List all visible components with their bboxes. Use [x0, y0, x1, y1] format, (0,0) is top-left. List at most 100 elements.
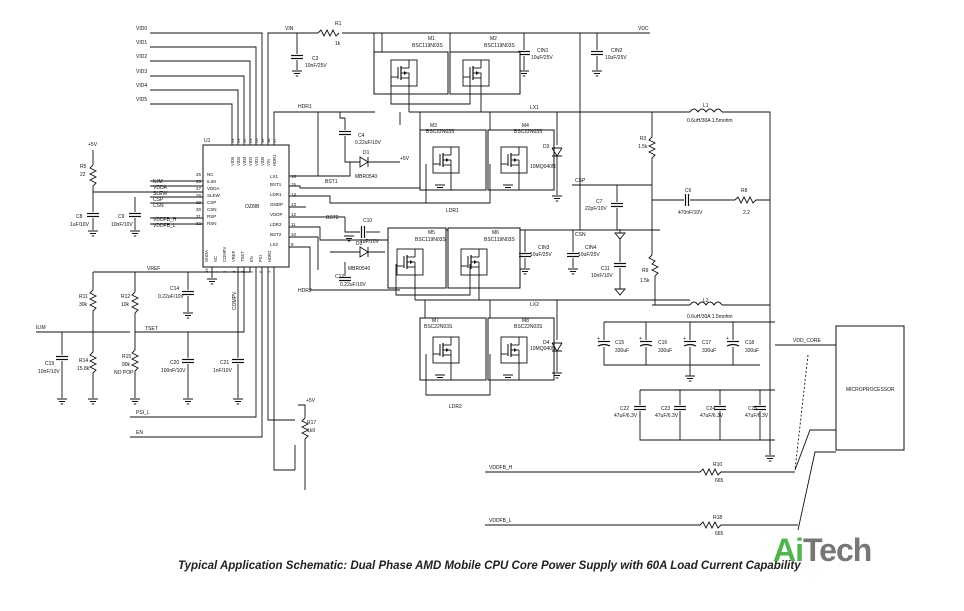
ic-pin-number: 31	[196, 214, 202, 219]
c9-val: 10nF/10V	[111, 222, 133, 228]
c11-ref: C11	[601, 266, 610, 272]
ic-pin-label: ILIM	[207, 179, 216, 184]
vddfb-h-label: VDDFB_H	[489, 465, 513, 471]
ic-pin-label: HDR2	[267, 250, 272, 262]
m4-val: BSC22N03S	[514, 129, 543, 135]
cin1-ref: CIN1	[537, 48, 549, 54]
m5-ref: M5	[428, 230, 435, 236]
ic-pin-number: 15	[291, 182, 297, 187]
c6-ref: C6	[685, 188, 692, 194]
ic-pin-label: EN	[249, 256, 254, 262]
ic-pin-number: 6	[258, 270, 263, 273]
ic-pin-number: 30	[196, 207, 202, 212]
p5v-label: +5V	[306, 398, 316, 404]
r1-val: 1k	[335, 41, 341, 47]
cin3-val: 10uF/25V	[530, 252, 552, 258]
cin2-ref: CIN2	[611, 48, 623, 54]
l1-val: 0.6uH/30A 1.5mohm	[687, 118, 733, 124]
r8-ref: R8	[741, 188, 748, 194]
ic-pin-label: COMPV	[222, 246, 227, 262]
c8-ref: C8	[76, 214, 83, 220]
ic-pin-label: VID0	[260, 156, 265, 166]
r3-val: 1.5k	[638, 144, 648, 150]
r14-ref: R14	[79, 358, 88, 364]
d4-ref: D4	[543, 340, 550, 346]
r17-val: 1k9	[307, 428, 315, 434]
ic-pin-number: 11	[291, 222, 296, 227]
c23-ref: C23	[661, 406, 670, 412]
schematic-diagram: + VID0 VID1 VID2 VID3 VID4 VID5	[36, 21, 905, 537]
cin4-val: 10uF/25V	[578, 252, 600, 258]
ic-left-wires: ILIM VDDA SLEW CSP CSN VDDFB_H VDDFB_L +…	[70, 142, 203, 237]
r15-nopop: NO POP	[114, 370, 134, 376]
ic-pin-number: 9	[291, 242, 294, 247]
phase2-lowside: M7 BSC22N03S M8 BSC22N03S LDR2 D4 10MQ04…	[419, 300, 563, 410]
c3-ref: C3	[312, 56, 319, 62]
current-sense: CSP CSN C7 22pF/10V C11 10nF/10V C6 470n…	[572, 178, 770, 305]
phase1-highside: M1 BSC119N03S M2 BSC119N03S	[373, 33, 560, 113]
feedback-lines: VDDFB_H VDDFB_L R10 665 R18 665	[485, 462, 798, 537]
p5v-label: +5V	[400, 156, 410, 162]
c15-val: 330uF	[615, 348, 629, 354]
c24-val: 47uF/6.3V	[700, 413, 724, 419]
m6-ref: M6	[492, 230, 499, 236]
m4-ref: M4	[522, 123, 529, 129]
cin1-val: 10uF/25V	[531, 55, 553, 61]
ic-pin-number: 20	[254, 138, 259, 143]
ic-name: OZ8IB	[245, 204, 260, 210]
ic-pin-number: 28	[196, 193, 202, 198]
c21-ref: C21	[220, 360, 229, 366]
ic-pin-label: VID3	[242, 156, 247, 166]
bootstrap2: C10 1uF/10V D2 MBR0540 C12 0.22uF/10V BS…	[326, 215, 385, 288]
c15-ref: C15	[615, 340, 624, 346]
phase1-lowside: M3 BSC22N03S M4 BSC22N03S LDR1 D3 10MQ04…	[419, 112, 563, 214]
ic-pin-label: PSI	[258, 255, 263, 262]
ic-pin-label: GNDA	[204, 250, 209, 262]
c19-ref: C19	[45, 361, 54, 367]
ic-pin-label: NC	[213, 256, 218, 262]
microprocessor: MICROPROCESSOR VDD_CORE	[775, 325, 905, 531]
r1-ref: R1	[335, 21, 342, 27]
c19-val: 10nF/10V	[38, 369, 60, 375]
m7-ref: M7	[432, 318, 439, 324]
d1-ref: D1	[363, 150, 370, 156]
output-caps: C15 330uF C16 330uF C17 330uF C18 330uF …	[596, 321, 776, 462]
r5-val: 22	[80, 172, 86, 178]
r15-ref: R15	[122, 354, 131, 360]
r9-val: 1.5k	[640, 278, 650, 284]
c25-ref: C25	[748, 406, 757, 412]
micro-label: MICROPROCESSOR	[846, 387, 895, 393]
c3-val: 10nF/25V	[305, 63, 327, 69]
c7-val: 22pF/10V	[585, 206, 607, 212]
ic-pin-number: 21	[248, 138, 253, 143]
c8-val: 1uF/10V	[70, 222, 90, 228]
ic-pin-number: 22	[242, 138, 247, 143]
left-net: CSN	[153, 203, 164, 209]
d2-ref: D2	[356, 241, 363, 247]
vddfb-l-label: VDDFB_L	[489, 518, 512, 524]
ic-pin-number: 2	[222, 270, 227, 273]
ic-pin-number: 17	[272, 138, 277, 143]
c24-ref: C24	[706, 406, 715, 412]
ic-pin-number: 19	[260, 138, 265, 143]
ic-pin-label: RSN	[207, 221, 217, 226]
c14-val: 0.22uF/10V	[158, 294, 185, 300]
ic-pin-label: CSP	[207, 200, 216, 205]
d3-val: 10MQ040N	[530, 164, 556, 170]
vin-label: VIN	[285, 26, 294, 32]
ic-pin-label: LX2	[270, 242, 279, 247]
c12-val: 0.22uF/10V	[340, 282, 367, 288]
hdr2-label: HDR2	[298, 288, 312, 294]
l1-ref: L1	[703, 103, 709, 109]
ic-pin-label: BST1	[270, 182, 282, 187]
ic-pin-label: LDR1	[270, 192, 282, 197]
vid-label: VID4	[136, 83, 147, 89]
bst1-label: BST1	[325, 179, 338, 185]
ic-pin-number: 18	[266, 138, 271, 143]
tset-label: TSET	[145, 326, 158, 332]
c20-val: 100nF/10V	[161, 368, 186, 374]
csn-label: CSN	[575, 232, 586, 238]
c11-val: 10nF/10V	[591, 273, 613, 279]
c4-ref: C4	[358, 133, 365, 139]
r8-val: 2.2	[743, 210, 750, 216]
